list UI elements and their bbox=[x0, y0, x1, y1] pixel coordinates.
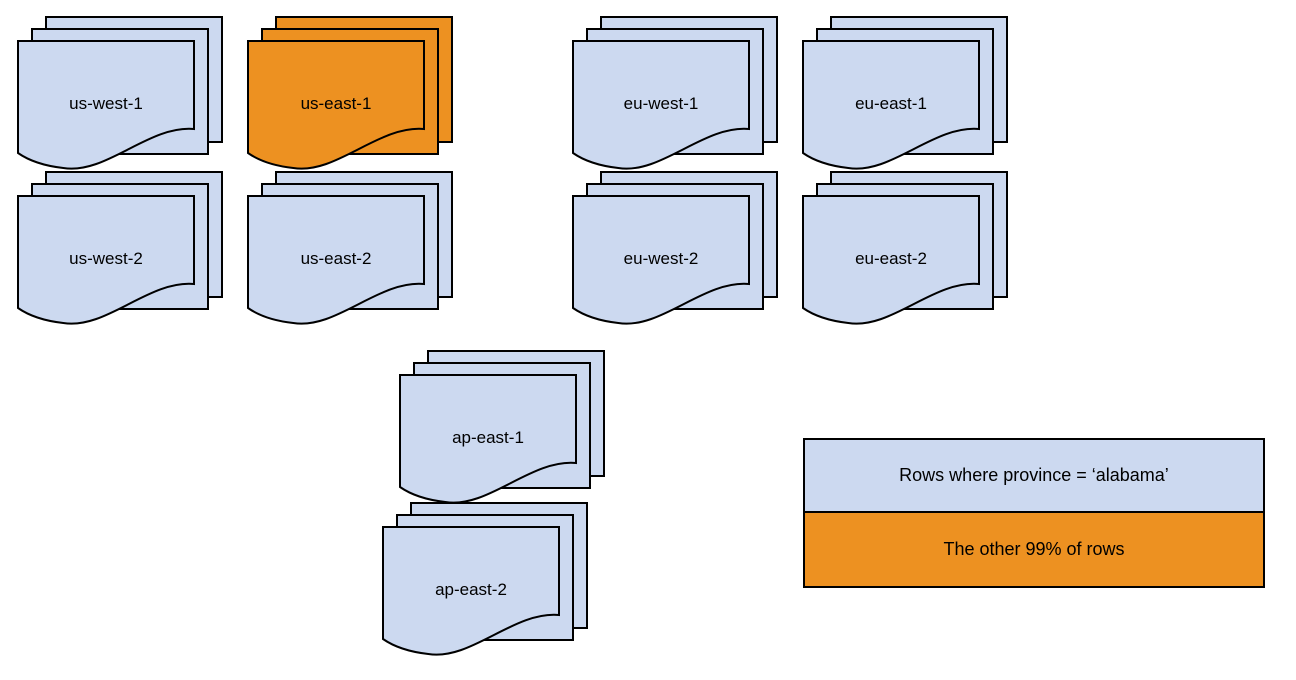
doc-stack-shapes-eu-west-1 bbox=[572, 16, 778, 170]
doc-stack-label-eu-west-2: eu-west-2 bbox=[623, 248, 699, 268]
doc-stack-eu-east-1[interactable]: eu-east-1 bbox=[802, 16, 1012, 183]
legend-label-blue: Rows where province = ‘alabama’ bbox=[899, 465, 1169, 485]
doc-stack-label-ap-east-1: ap-east-1 bbox=[452, 427, 524, 447]
doc-sheet-front-eu-west-2 bbox=[572, 195, 750, 325]
doc-sheet-front-us-east-2 bbox=[247, 195, 425, 325]
doc-stack-us-west-1[interactable]: us-west-1 bbox=[17, 16, 227, 183]
doc-stack-us-east-2[interactable]: us-east-2 bbox=[247, 171, 457, 338]
doc-stack-ap-east-1[interactable]: ap-east-1 bbox=[399, 350, 609, 517]
doc-stack-eu-west-1[interactable]: eu-west-1 bbox=[572, 16, 782, 183]
doc-stack-shapes-eu-east-2 bbox=[802, 171, 1008, 325]
doc-stack-label-eu-west-1: eu-west-1 bbox=[623, 93, 699, 113]
doc-stack-shapes-us-east-1 bbox=[247, 16, 453, 170]
doc-stack-us-east-1[interactable]: us-east-1 bbox=[247, 16, 457, 183]
doc-stack-shapes-eu-east-1 bbox=[802, 16, 1008, 170]
doc-sheet-front-eu-west-1 bbox=[572, 40, 750, 170]
doc-stack-label-us-west-2: us-west-2 bbox=[69, 248, 143, 268]
doc-sheet-front-us-west-1 bbox=[17, 40, 195, 170]
doc-stack-label-us-east-2: us-east-2 bbox=[300, 248, 372, 268]
doc-stack-shapes-us-west-1 bbox=[17, 16, 223, 170]
doc-sheet-front-ap-east-1 bbox=[399, 374, 577, 504]
legend: Rows where province = ‘alabama’ The othe… bbox=[803, 438, 1265, 588]
doc-stack-label-eu-east-2: eu-east-2 bbox=[855, 248, 927, 268]
doc-stack-shapes-us-west-2 bbox=[17, 171, 223, 325]
doc-stack-shapes-ap-east-1 bbox=[399, 350, 605, 504]
doc-stack-label-ap-east-2: ap-east-2 bbox=[435, 579, 507, 599]
legend-row-orange: The other 99% of rows bbox=[805, 513, 1263, 586]
doc-stack-us-west-2[interactable]: us-west-2 bbox=[17, 171, 227, 338]
doc-stack-label-us-west-1: us-west-1 bbox=[69, 93, 143, 113]
doc-sheet-front-us-east-1 bbox=[247, 40, 425, 170]
doc-stack-shapes-eu-west-2 bbox=[572, 171, 778, 325]
doc-stack-ap-east-2[interactable]: ap-east-2 bbox=[382, 502, 592, 669]
doc-stack-shapes-us-east-2 bbox=[247, 171, 453, 325]
legend-label-orange: The other 99% of rows bbox=[943, 539, 1125, 559]
doc-stack-eu-east-2[interactable]: eu-east-2 bbox=[802, 171, 1012, 338]
doc-stack-shapes-ap-east-2 bbox=[382, 502, 588, 656]
doc-sheet-front-eu-east-2 bbox=[802, 195, 980, 325]
doc-stack-label-eu-east-1: eu-east-1 bbox=[855, 93, 927, 113]
doc-stack-eu-west-2[interactable]: eu-west-2 bbox=[572, 171, 782, 338]
doc-sheet-front-eu-east-1 bbox=[802, 40, 980, 170]
doc-sheet-front-us-west-2 bbox=[17, 195, 195, 325]
doc-sheet-front-ap-east-2 bbox=[382, 526, 560, 656]
legend-row-blue: Rows where province = ‘alabama’ bbox=[805, 440, 1263, 513]
doc-stack-label-us-east-1: us-east-1 bbox=[300, 93, 372, 113]
